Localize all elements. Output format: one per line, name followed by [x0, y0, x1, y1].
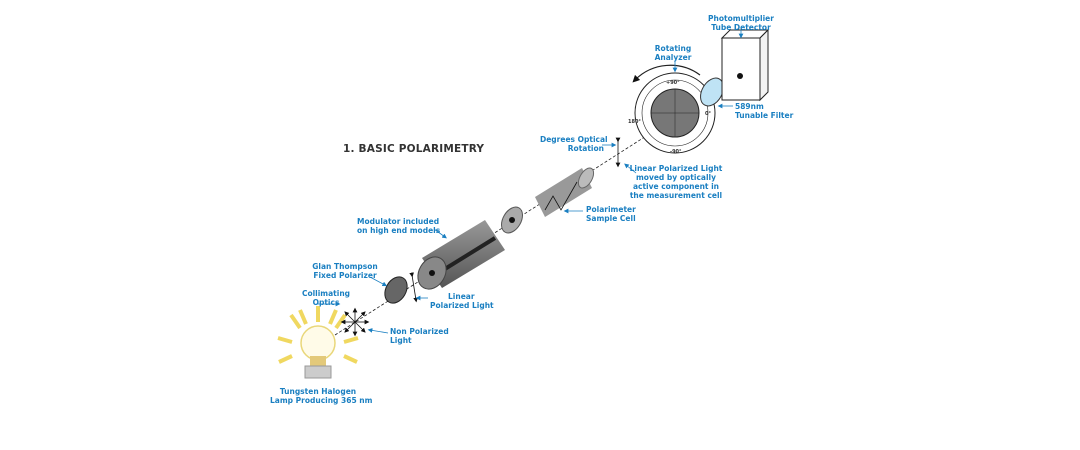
- label-line: Light: [390, 336, 412, 345]
- label-line: Tunable Filter: [735, 111, 794, 120]
- label-line: Optics: [312, 298, 340, 307]
- label-line: Polarimeter: [586, 205, 636, 214]
- label-line: Analyzer: [654, 53, 692, 62]
- label-line: 589nm: [735, 102, 764, 111]
- label-line: Tube Detector: [711, 23, 771, 32]
- label-pointer-arrows: [318, 30, 744, 334]
- angle-0: 0°: [705, 111, 711, 117]
- label-line: Sample Cell: [586, 214, 636, 223]
- label-line: Modulator included: [357, 217, 440, 226]
- label-line: on high end models: [357, 226, 441, 235]
- tunable-filter: [700, 77, 724, 107]
- polarizer-disk: [384, 276, 408, 304]
- label-line: Fixed Polarizer: [313, 271, 377, 280]
- label-line: Collimating: [301, 289, 351, 298]
- label-line: Polarized Light: [430, 301, 494, 310]
- polarization-arrow: [409, 272, 418, 303]
- diagram-title: 1. BASIC POLARIMETRY: [343, 143, 485, 155]
- label-line: moved by optically: [635, 173, 716, 182]
- angle-plus90: +90°: [666, 80, 680, 86]
- sample-cell: [501, 167, 595, 234]
- label-line: Photomultiplier: [708, 14, 774, 23]
- label-line: Rotating: [654, 44, 692, 53]
- label-line: Non Polarized: [390, 327, 449, 336]
- label-line: the measurement cell: [629, 191, 723, 200]
- lamp-icon: [277, 306, 359, 379]
- label-line: Rotation: [567, 144, 604, 153]
- label-line: Linear: [448, 292, 475, 301]
- photomultiplier-detector: [720, 28, 770, 102]
- modulator-cylinder: [417, 220, 505, 290]
- rotating-analyzer: [632, 64, 716, 154]
- collimating-optics-icon: [340, 307, 370, 337]
- label-line: Linear Polarized Light: [629, 164, 723, 173]
- angle-180: 180°: [628, 119, 641, 125]
- label-line: Glan Thompson: [312, 262, 378, 271]
- label-line: Lamp Producing 365 nm: [270, 396, 373, 405]
- label-line: Degrees Optical: [540, 135, 608, 144]
- angle-minus90: -90°: [670, 149, 682, 155]
- label-line: active component in: [632, 182, 720, 191]
- label-line: Tungsten Halogen: [279, 387, 357, 396]
